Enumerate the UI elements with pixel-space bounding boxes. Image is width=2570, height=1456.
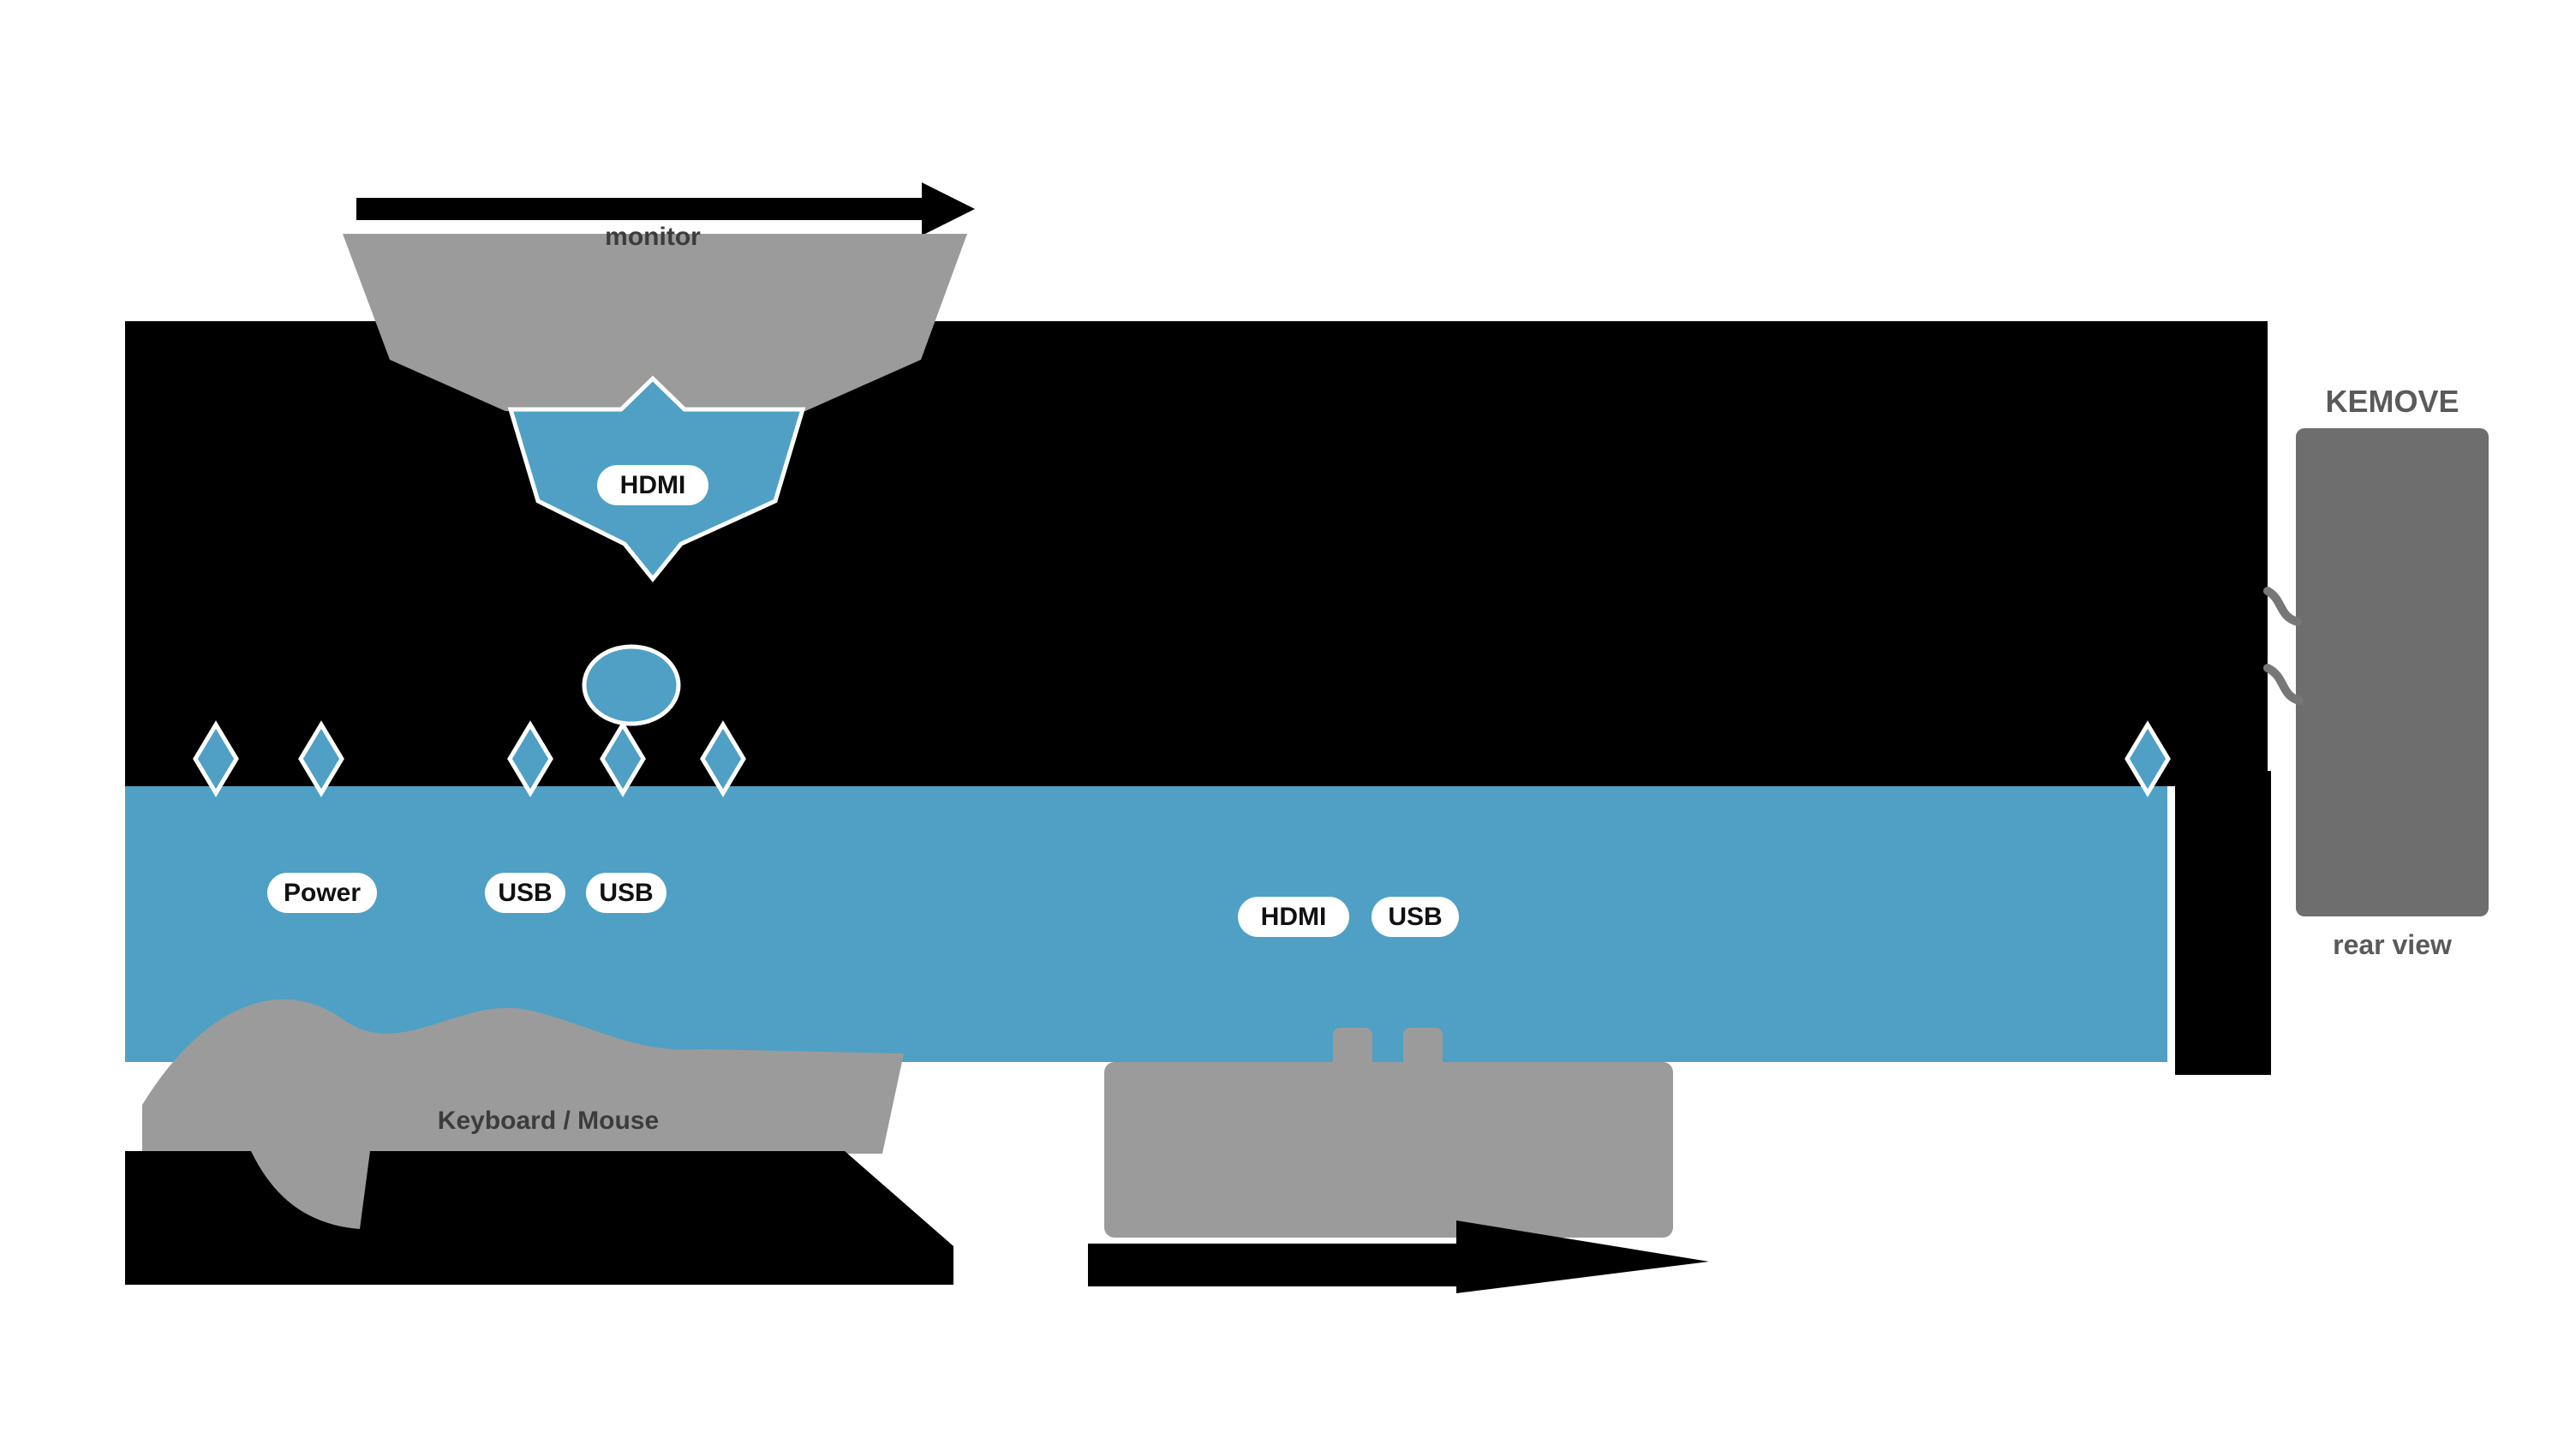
pc-connector-nub-1 (1333, 1028, 1372, 1067)
power-pill: Power (267, 873, 377, 913)
cable-squiggle-2 (2263, 664, 2304, 705)
cable-bend-blob (582, 644, 681, 726)
power-arrow-icon (193, 720, 239, 797)
usb-left-pill-2: USB (586, 873, 666, 913)
hdmi-top-pill: HDMI (597, 465, 708, 505)
usb-arrow-icon-2 (600, 720, 646, 797)
cable-arrow-icon-2 (700, 720, 746, 797)
usb-arrow-icon-1 (507, 720, 553, 797)
pc-connector-nub-2 (1403, 1028, 1443, 1067)
blue-hub-bar (125, 786, 2167, 1062)
central-black-mass (125, 321, 2268, 786)
bottom-arrow-head-icon (1456, 1220, 1709, 1293)
usb-left-pill-1: USB (485, 873, 565, 913)
top-arrow-bar (356, 198, 922, 220)
bottom-black-bar (1088, 1244, 1456, 1286)
cable-squiggle-1 (2263, 587, 2302, 626)
device-caption-bottom: rear view (2333, 929, 2452, 960)
device-caption-top: KEMOVE (2325, 384, 2459, 419)
monitor-label: monitor (605, 223, 701, 251)
hdmi-bottom-pill: HDMI (1238, 897, 1349, 937)
top-arrow-head-icon (922, 182, 975, 236)
device-rear-shape (2296, 428, 2489, 916)
keyboard-cable-wedge (251, 1151, 370, 1229)
right-black-strip (2175, 771, 2271, 1075)
cable-arrow-icon (298, 720, 344, 797)
usb-bottom-pill: USB (1372, 897, 1459, 937)
right-cable-arrow-icon (2125, 720, 2171, 797)
bottom-left-black-band (125, 1151, 953, 1285)
monitor-stand-shape (343, 234, 967, 411)
keyboard-mouse-shape (142, 999, 904, 1154)
keyboard-mouse-label: Keyboard / Mouse (437, 1107, 660, 1135)
pc-block-shape (1104, 1062, 1673, 1238)
